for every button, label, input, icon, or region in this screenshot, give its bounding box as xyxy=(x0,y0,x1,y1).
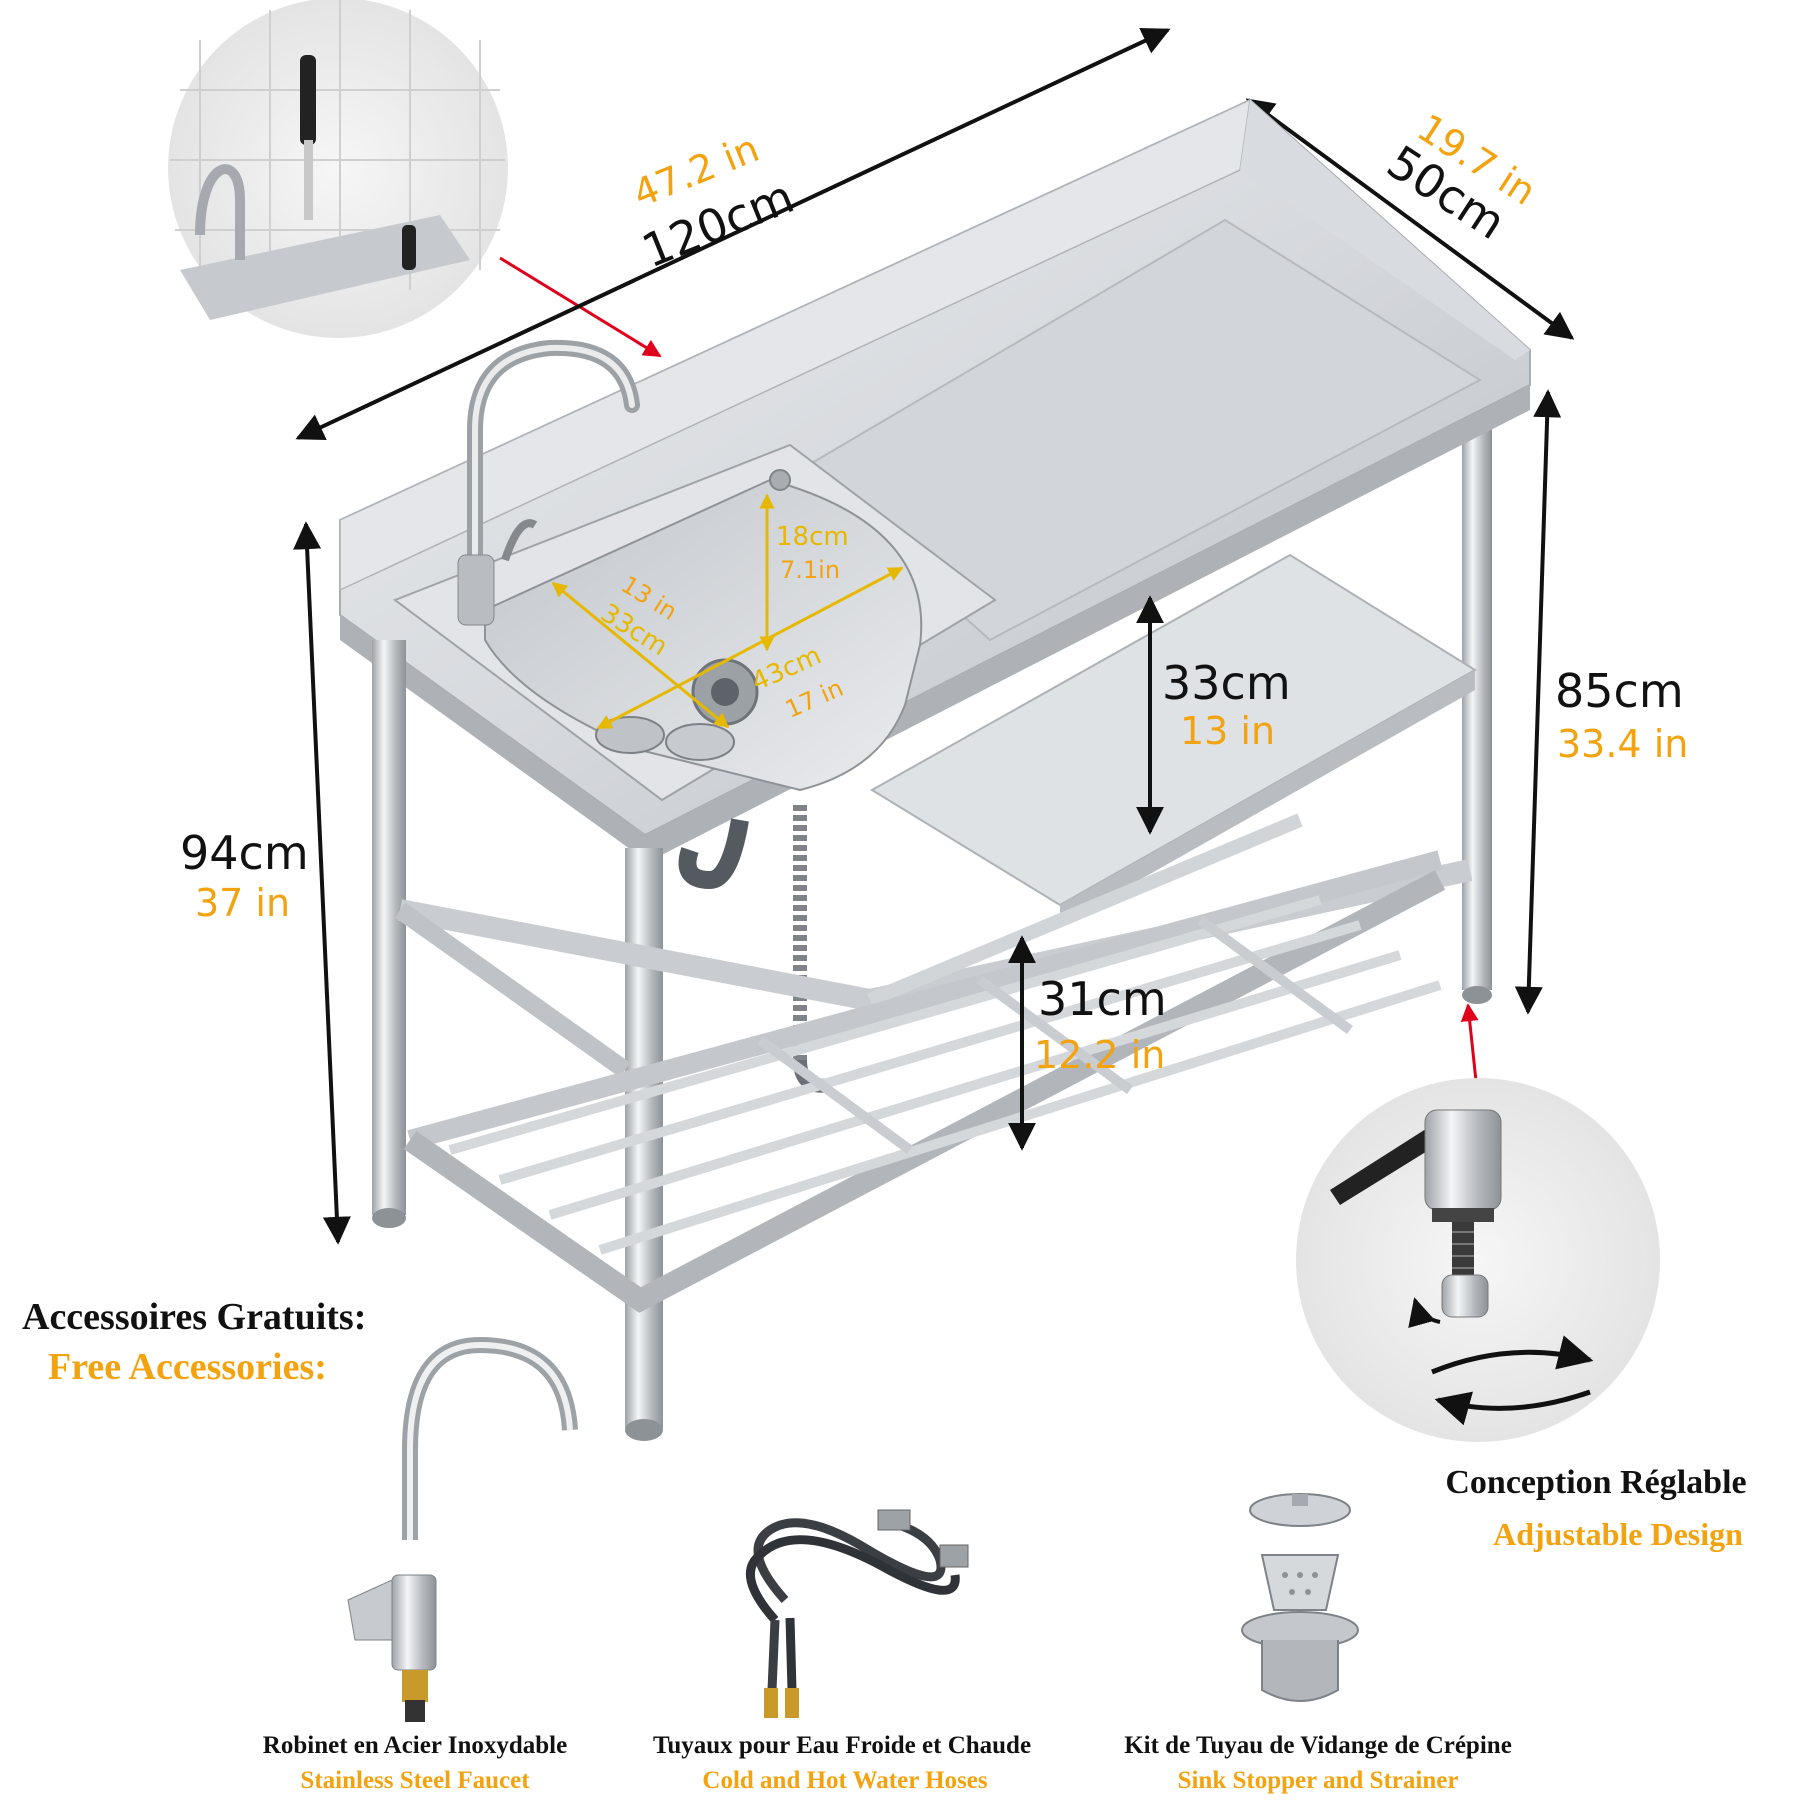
hoses-caption-en: Cold and Hot Water Hoses xyxy=(702,1767,988,1794)
strainer-caption-fr: Kit de Tuyau de Vidange de Crépine xyxy=(1124,1732,1512,1759)
upper-shelf-gap-in-label: 13 in xyxy=(1180,709,1276,753)
water-hoses-icon xyxy=(745,1509,969,1718)
lower-shelf-gap-in-label: 12.2 in xyxy=(1034,1033,1166,1077)
total-height-arrow xyxy=(293,521,351,1245)
sink-width-arrow xyxy=(596,566,904,730)
depth-dimension-arrow xyxy=(1245,98,1575,340)
adjustable-foot-inset xyxy=(1296,1078,1660,1442)
backsplash-detail-inset xyxy=(168,0,508,338)
accessories-heading-en: Free Accessories: xyxy=(48,1346,327,1388)
counter-height-in-label: 33.4 in xyxy=(1557,722,1689,766)
sink-strainer-icon xyxy=(1241,1493,1359,1702)
counter-height-arrow xyxy=(1514,389,1562,1015)
adjustable-caption-en: Adjustable Design xyxy=(1493,1516,1743,1552)
faucet-caption-en: Stainless Steel Faucet xyxy=(300,1767,530,1794)
faucet-icon xyxy=(347,1336,578,1722)
counter-height-cm-label: 85cm xyxy=(1555,664,1684,718)
adjustable-caption-fr: Conception Réglable xyxy=(1445,1464,1747,1501)
upper-shelf-gap-cm-label: 33cm xyxy=(1162,656,1291,710)
sink-depth-in-label: 7.1in xyxy=(780,556,841,584)
faucet-caption-fr: Robinet en Acier Inoxydable xyxy=(262,1732,568,1759)
rotate-arrows-icon xyxy=(1431,1335,1594,1426)
length-dimension-arrow xyxy=(295,28,1171,440)
accessories-heading-fr: Accessoires Gratuits: xyxy=(22,1296,367,1338)
hoses-caption-fr: Tuyaux pour Eau Froide et Chaude xyxy=(652,1732,1032,1759)
total-height-cm-label: 94cm xyxy=(180,826,309,880)
total-height-in-label: 37 in xyxy=(195,881,291,925)
lower-shelf-gap-cm-label: 31cm xyxy=(1038,972,1167,1026)
strainer-caption-en: Sink Stopper and Strainer xyxy=(1177,1767,1459,1794)
sink-depth-cm-label: 18cm xyxy=(776,522,849,552)
